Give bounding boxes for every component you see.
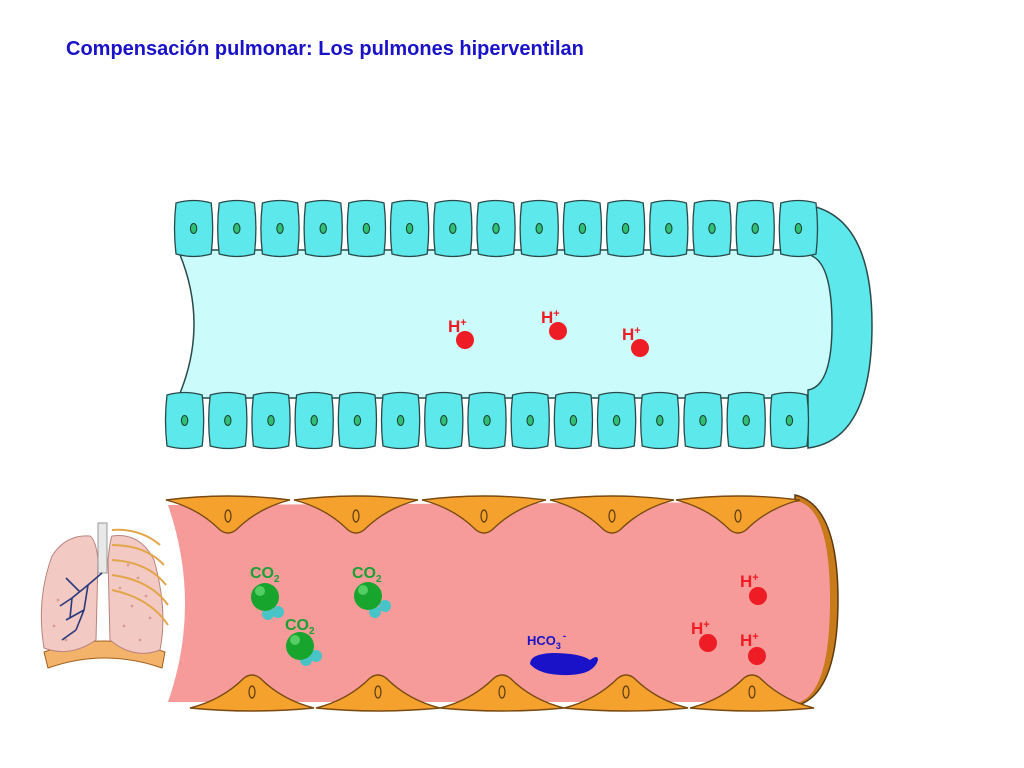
endothelial-cell	[165, 495, 291, 534]
h-ion-alveolus-2: H+	[541, 308, 567, 340]
alveolar-cell	[596, 391, 637, 450]
alveolar-cell	[769, 391, 810, 450]
h-ion-alveolus-1: H+	[448, 317, 474, 349]
h-ion-alveolus-3: H+	[622, 325, 649, 357]
alveolar-cell	[303, 199, 343, 258]
svg-text:H+: H+	[622, 325, 641, 344]
endothelial-cell	[675, 495, 801, 534]
endothelial-cell	[439, 674, 565, 712]
alveolar-cell	[519, 199, 559, 258]
endothelial-cell	[189, 674, 315, 712]
endothelial-cell	[293, 495, 419, 534]
h-ion-blood-1: H+	[740, 572, 767, 605]
svg-text:H+: H+	[448, 317, 467, 336]
alveolar-cell	[735, 199, 775, 258]
endothelial-cell	[421, 495, 547, 534]
endothelial-cell	[549, 495, 675, 534]
blood-vessel	[165, 494, 839, 712]
alveolar-cell	[164, 391, 205, 450]
alveolar-cell	[251, 391, 291, 450]
endothelial-cells-top	[165, 495, 801, 534]
alveolar-cell	[553, 391, 594, 450]
alveolar-cell	[217, 199, 257, 258]
svg-text:HCO3-: HCO3-	[527, 631, 566, 651]
alveolar-cell	[726, 391, 766, 450]
alveolar-cell	[605, 199, 646, 258]
svg-text:CO2: CO2	[250, 565, 280, 585]
svg-text:CO2: CO2	[352, 565, 382, 585]
svg-text:H+: H+	[691, 619, 710, 638]
alveolar-cell	[337, 391, 378, 450]
alveolar-cell	[467, 391, 507, 450]
alveolar-cells-top	[173, 199, 819, 258]
h-ion-blood-3: H+	[740, 631, 766, 665]
alveolar-cell	[683, 391, 723, 450]
alveolar-cell	[649, 199, 689, 258]
alveolar-cell	[260, 199, 300, 258]
svg-text:H+: H+	[541, 308, 560, 327]
endothelial-cell	[315, 674, 441, 712]
alveolar-cell	[389, 199, 430, 258]
alveolar-cell	[380, 391, 421, 450]
alveolar-cell	[778, 199, 819, 258]
endothelial-cells-bottom	[189, 674, 815, 712]
alveolar-cell	[294, 391, 334, 450]
co2-molecule-3: CO2	[285, 617, 322, 666]
svg-text:CO2: CO2	[285, 617, 315, 637]
alveolar-cell	[208, 391, 248, 450]
alveolar-cells-bottom	[164, 391, 810, 450]
alveolar-cell	[510, 391, 550, 450]
co2-molecule-1: CO2	[250, 565, 284, 620]
alveolar-cell	[562, 199, 603, 258]
lungs-thumbnail-icon	[40, 522, 169, 669]
alveolar-cell	[173, 199, 214, 258]
alveolus-lumen	[176, 249, 836, 399]
co2-molecule-2: CO2	[352, 565, 391, 618]
alveolar-cell	[433, 199, 473, 258]
alveolus-tube	[164, 199, 873, 450]
alveolus-end-cap	[807, 205, 873, 449]
vessel-lumen	[168, 502, 830, 702]
svg-text:H+: H+	[740, 572, 759, 591]
alveolar-cell	[692, 199, 732, 258]
alveolar-cell	[346, 199, 387, 258]
endothelial-cell	[689, 674, 815, 712]
h-ion-blood-2: H+	[691, 619, 717, 652]
slide-title: Compensación pulmonar: Los pulmones hipe…	[66, 38, 584, 60]
alveolar-cell	[640, 391, 680, 450]
hco3-ion: HCO3-	[527, 631, 598, 676]
alveolar-cell	[424, 391, 464, 450]
svg-text:H+: H+	[740, 631, 759, 650]
endothelial-cell	[563, 674, 689, 712]
alveolar-cell	[476, 199, 516, 258]
